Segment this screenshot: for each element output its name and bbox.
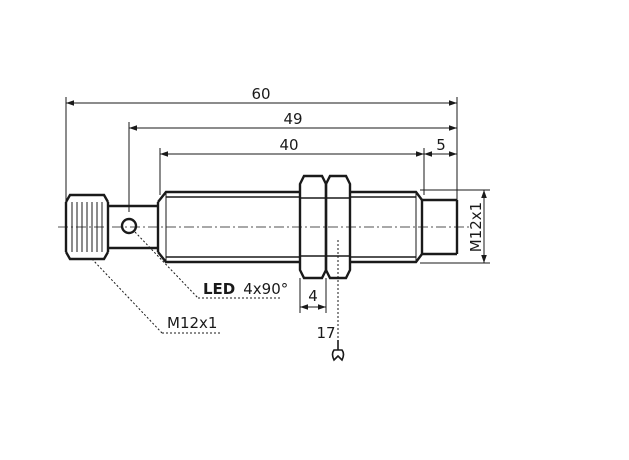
dim-17-label: 17 bbox=[316, 324, 335, 342]
dim-5-label: 5 bbox=[436, 136, 446, 154]
dimension-5: 5 bbox=[424, 136, 457, 157]
dimension-17: 17 bbox=[316, 240, 345, 362]
connector-leader: M12x1 bbox=[91, 258, 222, 334]
dim-49-label: 49 bbox=[283, 110, 302, 128]
connector-thread-label: M12x1 bbox=[167, 314, 217, 332]
dimension-49: 49 bbox=[128, 110, 457, 212]
dim-m12-label: M12x1 bbox=[467, 202, 485, 252]
connector-end bbox=[64, 193, 110, 261]
dim-60-label: 60 bbox=[251, 85, 270, 103]
threaded-barrel bbox=[157, 190, 424, 264]
dimension-60: 60 bbox=[65, 85, 458, 200]
wrench-icon bbox=[331, 340, 345, 362]
led-label: LED 4x90° bbox=[203, 280, 288, 298]
led-label-bold: LED bbox=[203, 280, 235, 298]
dim-40-label: 40 bbox=[279, 136, 298, 154]
sensor-tip bbox=[422, 198, 459, 256]
hex-nuts bbox=[298, 174, 352, 280]
dimension-m12-vertical: M12x1 bbox=[420, 189, 490, 264]
led-indicator bbox=[120, 217, 138, 235]
dimension-40: 40 bbox=[159, 136, 425, 195]
dim-4-label: 4 bbox=[308, 287, 318, 305]
led-label-detail: 4x90° bbox=[243, 280, 288, 298]
dimension-4: 4 bbox=[299, 278, 327, 313]
led-leader: LED 4x90° bbox=[134, 231, 288, 299]
